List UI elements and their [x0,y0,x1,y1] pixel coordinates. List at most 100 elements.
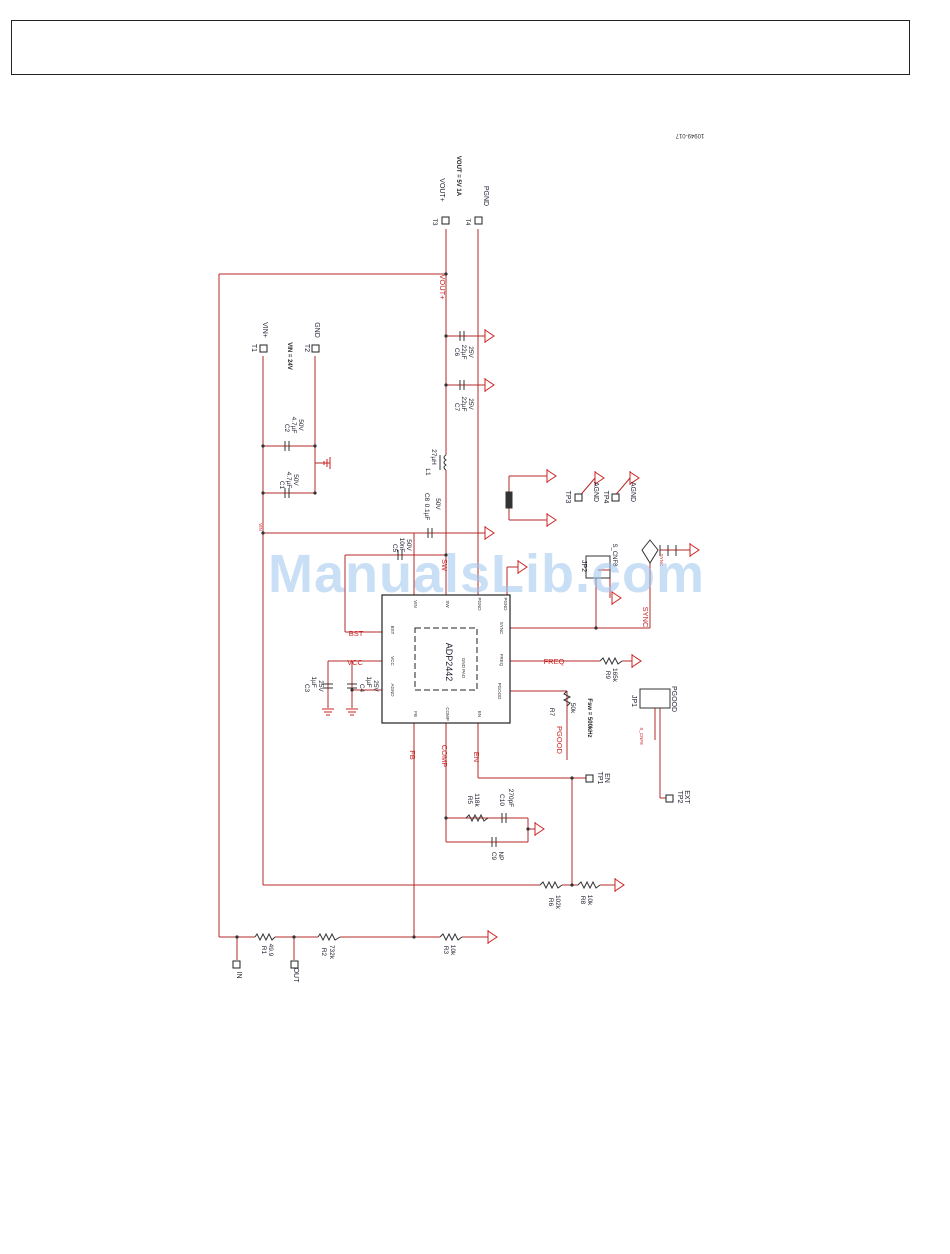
svg-text:S_CNF8: S_CNF8 [639,727,644,745]
svg-text:C5: C5 [391,544,398,553]
svg-text:TP2: TP2 [676,791,683,804]
svg-text:T4: T4 [464,218,470,226]
connector-labels: T3 VOUT+ T4 PGND T1 VIN+ T2 GND IN OUT T… [235,178,690,983]
svg-text:BST: BST [349,629,364,638]
svg-text:165k: 165k [611,668,618,683]
svg-text:GND: GND [313,322,320,338]
svg-text:10k: 10k [586,895,593,906]
svg-text:VOUT = 5V 1A: VOUT = 5V 1A [455,156,461,197]
svg-text:25V: 25V [467,398,474,410]
svg-text:50V: 50V [297,419,304,431]
svg-text:732k: 732k [328,945,335,960]
svg-text:OUT: OUT [292,968,299,984]
terminals [232,216,674,969]
svg-text:C3: C3 [303,684,310,693]
svg-text:R5: R5 [466,796,473,805]
svg-text:SW: SW [445,600,450,608]
figure-id: 10949-017 [675,132,704,138]
title-frame [11,20,910,75]
svg-text:S_CNF8: S_CNF8 [611,543,617,567]
svg-text:VIN: VIN [413,600,418,608]
svg-text:FREQ: FREQ [544,657,565,666]
svg-text:AGND: AGND [390,683,395,697]
svg-text:0.1µF: 0.1µF [423,504,430,521]
svg-text:49.9: 49.9 [267,944,274,957]
svg-text:AGND: AGND [629,482,636,502]
component-labels: C6 22µF 25V C7 22µF 25V C2 4.7µF 50V C1 … [260,345,618,960]
svg-text:TP4: TP4 [602,491,609,504]
component-shapes [254,331,677,942]
svg-text:27µH: 27µH [430,449,437,465]
svg-text:EN: EN [477,711,482,717]
svg-text:VIN+: VIN+ [261,322,268,338]
svg-text:PGND: PGND [477,597,482,611]
ic-body [381,594,511,724]
svg-text:1µF: 1µF [365,676,372,687]
svg-text:NP: NP [497,851,504,860]
svg-text:10k: 10k [449,945,456,956]
svg-text:TP3: TP3 [564,491,571,504]
ic-pad-label: GND PAD [461,658,466,679]
svg-text:C4: C4 [358,684,365,693]
svg-text:PGND: PGND [482,186,489,206]
notes: VIN = 24V VOUT = 5V 1A Fsw = 500kHz [286,156,592,738]
ic-part: ADP2442 [444,643,454,682]
svg-text:TP1: TP1 [596,772,603,785]
svg-text:10nF: 10nF [398,538,405,553]
svg-text:VOUT+: VOUT+ [438,178,445,202]
svg-text:T2: T2 [303,344,310,352]
svg-text:25V: 25V [317,680,324,692]
svg-text:R9: R9 [604,671,611,680]
svg-text:22µF: 22µF [460,397,467,412]
ic-pad [414,627,478,691]
svg-text:25V: 25V [372,680,379,692]
svg-text:50V: 50V [405,539,412,551]
svg-text:C1: C1 [278,481,285,490]
svg-text:PGOOD: PGOOD [555,726,564,755]
svg-text:R7: R7 [548,708,555,717]
svg-text:COMP: COMP [445,707,450,721]
svg-text:R3: R3 [442,946,449,955]
svg-text:102k: 102k [554,895,561,910]
watermark: ManualsLib.com [268,544,706,604]
ic-pin-labels: VIN SW PGND PGND BST VCC AGND SYNC FREQ … [390,597,508,720]
svg-text:C2: C2 [283,424,290,433]
svg-text:1µF: 1µF [310,676,317,687]
svg-text:R2: R2 [320,948,327,957]
svg-text:SYNC: SYNC [659,554,664,567]
svg-text:C6: C6 [453,348,460,357]
svg-text:PGOOD: PGOOD [497,683,502,701]
svg-text:IN: IN [235,972,242,979]
svg-text:VIN: VIN [258,523,263,531]
svg-text:FB: FB [408,750,417,760]
svg-text:BST: BST [390,626,395,635]
svg-text:FB: FB [413,711,418,717]
svg-text:T3: T3 [431,218,437,226]
svg-text:R1: R1 [260,946,267,955]
svg-text:4.7µF: 4.7µF [290,417,297,434]
svg-text:VCC: VCC [347,658,363,667]
svg-text:PGND: PGND [503,597,508,611]
svg-text:EN: EN [472,752,481,762]
svg-text:50V: 50V [434,498,441,510]
svg-text:T1: T1 [250,344,257,352]
svg-text:25V: 25V [467,346,474,358]
svg-text:50k: 50k [569,703,576,714]
junctions [235,272,598,939]
svg-text:270pF: 270pF [507,789,514,807]
net-labels: VOUT+ VIN SW BST VCC SYNC FREQ PGOOD FB … [258,274,664,767]
svg-text:EN: EN [603,773,610,783]
svg-text:C8: C8 [423,493,430,502]
svg-text:C10: C10 [498,794,505,806]
svg-text:L1: L1 [424,468,431,476]
svg-text:COMP: COMP [440,745,449,768]
svg-text:VIN = 24V: VIN = 24V [286,342,292,370]
svg-text:JP2: JP2 [580,560,587,572]
svg-text:PGOOD: PGOOD [670,686,677,712]
svg-text:VCC: VCC [390,656,395,666]
svg-text:R8: R8 [579,896,586,905]
svg-text:FREQ: FREQ [499,654,504,667]
svg-text:SW: SW [440,559,449,572]
svg-text:50V: 50V [292,474,299,486]
